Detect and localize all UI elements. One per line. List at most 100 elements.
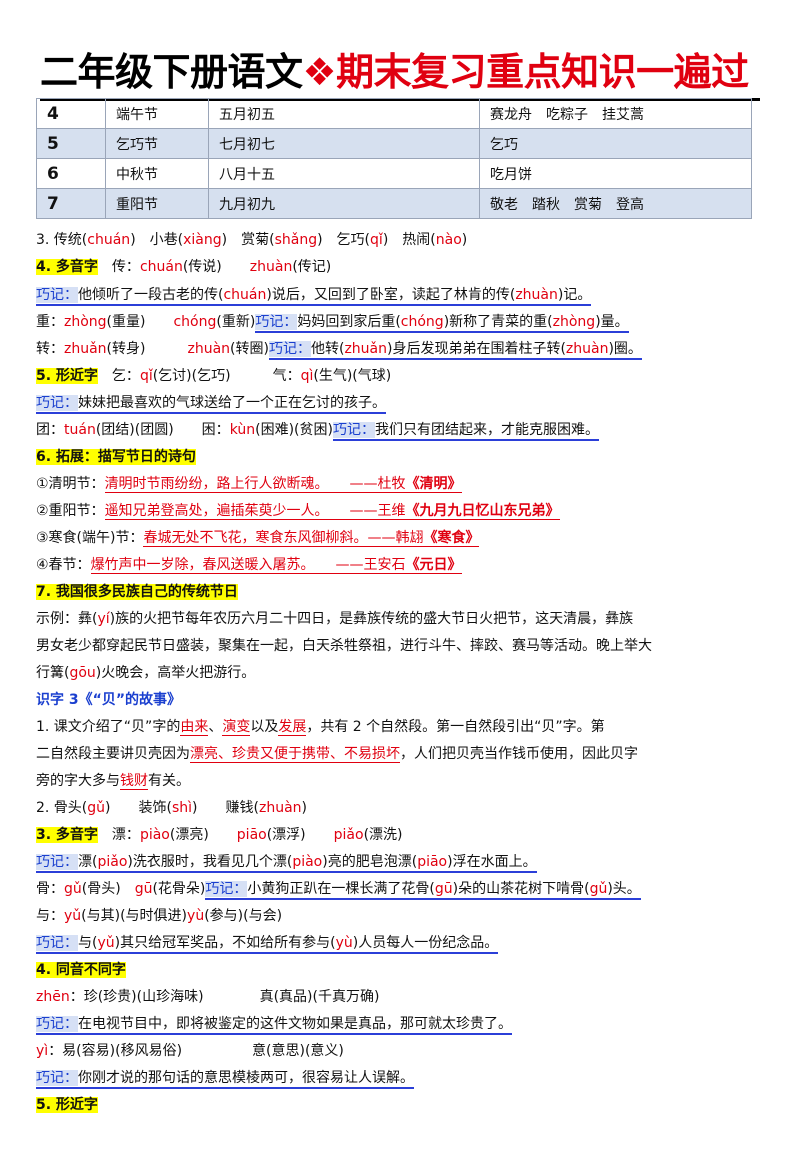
text: ) 小巷( [130, 232, 184, 248]
pinyin: gū [134, 881, 153, 897]
text: (转身) [106, 341, 188, 357]
table-cell: 八月十五 [208, 158, 480, 189]
text: (与其)(与时俱进) [81, 908, 188, 924]
text: )圈。 [608, 341, 642, 357]
section-heading: 5. 形近字 [36, 368, 98, 384]
poem-text: 清明时节雨纷纷，路上行人欲断魂。 [104, 476, 322, 492]
pinyin: yí [97, 611, 110, 627]
text: ) 装饰( [105, 800, 172, 816]
text: (骨头) [81, 881, 135, 897]
pinyin: zhuǎn [64, 341, 107, 357]
text: 有关。 [148, 773, 190, 789]
title-red: 期末复习重点知识一遍过 [336, 50, 749, 94]
pinyin: yǔ [64, 908, 82, 924]
text: 行篝( [36, 665, 70, 681]
tip-label: 巧记： [36, 935, 78, 951]
text: )族的火把节每年农历六月二十四日，是彝族传统的盛大节日火把节，这天清晨，彝族 [109, 611, 634, 627]
tip-label: 巧记： [36, 287, 78, 303]
text: (漂浮) [266, 827, 334, 843]
section-heading: 3. 多音字 [36, 827, 98, 843]
text: ) 乞巧( [317, 232, 371, 248]
tip-line: 巧记：你刚才说的那句话的意思模棱两可，很容易让人误解。 [36, 1067, 414, 1089]
text: ，共有 2 个自然段。第一自然段引出“贝”字。第 [306, 719, 605, 735]
text: )洗衣服时，我看见几个漂( [127, 854, 293, 870]
table-cell: 4 [36, 98, 106, 129]
text: ③寒食(端午)节： [36, 530, 144, 546]
table-row: 5 乞巧节 七月初七 乞巧 [36, 128, 752, 159]
table-cell: 6 [36, 158, 106, 189]
pinyin: zhuàn [249, 259, 293, 275]
text: 漂： [97, 827, 140, 843]
pinyin: zhòng [64, 314, 107, 330]
text: 与： [36, 908, 64, 924]
text: 以及 [250, 719, 279, 735]
poem-title: 《元日》 [405, 557, 462, 573]
pinyin: zhuàn [258, 800, 302, 816]
text: 与( [78, 935, 98, 951]
pinyin: gǔ [589, 881, 608, 897]
table-cell: 赛龙舟 吃粽子 挂艾蒿 [479, 98, 752, 129]
tip-line: 巧记：在电视节目中，即将被鉴定的这件文物如果是真品，那可就太珍贵了。 [36, 1013, 512, 1035]
pinyin: gū [434, 881, 453, 897]
table-cell: 端午节 [105, 98, 209, 129]
text: ) 赚钱( [192, 800, 259, 816]
poem-line: ①清明节：清明时节雨纷纷，路上行人欲断魂。 ——杜牧《清明》 [36, 473, 462, 495]
pinyin: piāo [417, 854, 448, 870]
pinyin: piǎo [97, 854, 128, 870]
section-heading-line: 5. 形近字 [36, 1094, 98, 1116]
text: )记。 [557, 287, 592, 303]
tip-label: 巧记： [255, 314, 298, 330]
pinyin: chuán [139, 259, 183, 275]
text: )量。 [595, 314, 629, 330]
text: (困难)(贫困) [255, 422, 333, 438]
answer: 由来 [180, 719, 209, 736]
table-cell: 7 [36, 188, 106, 219]
text: 团： [36, 422, 64, 438]
tip-label: 巧记： [36, 1016, 78, 1032]
text: 他转( [310, 341, 345, 357]
text: (团结)(团圆) 困： [95, 422, 230, 438]
pinyin: piào [292, 854, 323, 870]
polyphone-line: 与：yǔ(与其)(与时俱进)yù(参与)(与会) [36, 905, 282, 927]
homophone-line: zhēn：珍(珍贵)(山珍海味) 真(真品)(千真万确) [36, 986, 379, 1008]
poem-line: ③寒食(端午)节：春城无处不飞花，寒食东风御柳斜。——韩翃《寒食》 [36, 527, 480, 549]
pinyin: nào [435, 232, 462, 248]
answer: 发展 [278, 719, 307, 736]
text: )朵的山茶花树下啃骨( [452, 881, 590, 897]
text: (传说) [182, 259, 250, 275]
table-cell: 七月初七 [208, 128, 480, 159]
pinyin: zhòng [552, 314, 596, 330]
poem-title: 《九月九日忆山东兄弟》 [405, 503, 560, 519]
text: 传： [97, 259, 140, 275]
text: (漂亮) [169, 827, 237, 843]
tip-line: 巧记：与(yǔ)其只给冠军奖品，不如给所有参与(yù)人员每人一份纪念品。 [36, 932, 499, 954]
diamond-icon: ❖ [302, 50, 337, 94]
text: ) 赏菊( [221, 232, 275, 248]
poem-text: 遥知兄弟登高处，遍插茱萸少一人。 [104, 503, 322, 519]
pinyin: qǐ [139, 368, 153, 384]
title-black: 二年级下册语文 [40, 50, 303, 94]
tip-label: 巧记： [36, 854, 78, 870]
tip-line: 巧记：他倾听了一段古老的传(chuán)说后，又回到了卧室，读起了林肯的传(zh… [36, 284, 592, 306]
section-heading: 4. 同音不同字 [36, 962, 126, 978]
polyphone-line: 转：zhuǎn(转身) zhuàn(转圈)巧记：他转(zhuǎn)身后发现弟弟在… [36, 338, 642, 360]
text: )其只给冠军奖品，不如给所有参与( [114, 935, 336, 951]
table-cell: 敬老 踏秋 赏菊 登高 [479, 188, 752, 219]
paragraph-line: 1. 课文介绍了“贝”字的由来、演变以及发展，共有 2 个自然段。第一自然段引出… [36, 716, 605, 738]
text: 妹妹把最喜欢的气球送给了一个正在乞讨的孩子。 [78, 395, 386, 411]
text: 乞： [97, 368, 140, 384]
poem-author: ——王维 [321, 503, 406, 519]
text: 转： [36, 341, 64, 357]
pinyin: zhuǎn [344, 341, 387, 357]
polyphone-line: 骨：gǔ(骨头) gū(花骨朵)巧记：小黄狗正趴在一棵长满了花骨(gū)朵的山茶… [36, 878, 641, 900]
pinyin: chóng [400, 314, 444, 330]
pinyin: xiàng [183, 232, 222, 248]
text: ) 热闹( [382, 232, 436, 248]
text: (转圈) [230, 341, 269, 357]
text: ：易(容易)(移风易俗) 意(意思)(意义) [48, 1043, 344, 1059]
festival-table: 4 端午节 五月初五 赛龙舟 吃粽子 挂艾蒿 5 乞巧节 七月初七 乞巧 6 中… [36, 98, 752, 219]
pinyin: yì [36, 1043, 49, 1059]
poem-title: 《清明》 [405, 476, 462, 492]
pinyin: shì [171, 800, 193, 816]
table-cell: 吃月饼 [479, 158, 752, 189]
